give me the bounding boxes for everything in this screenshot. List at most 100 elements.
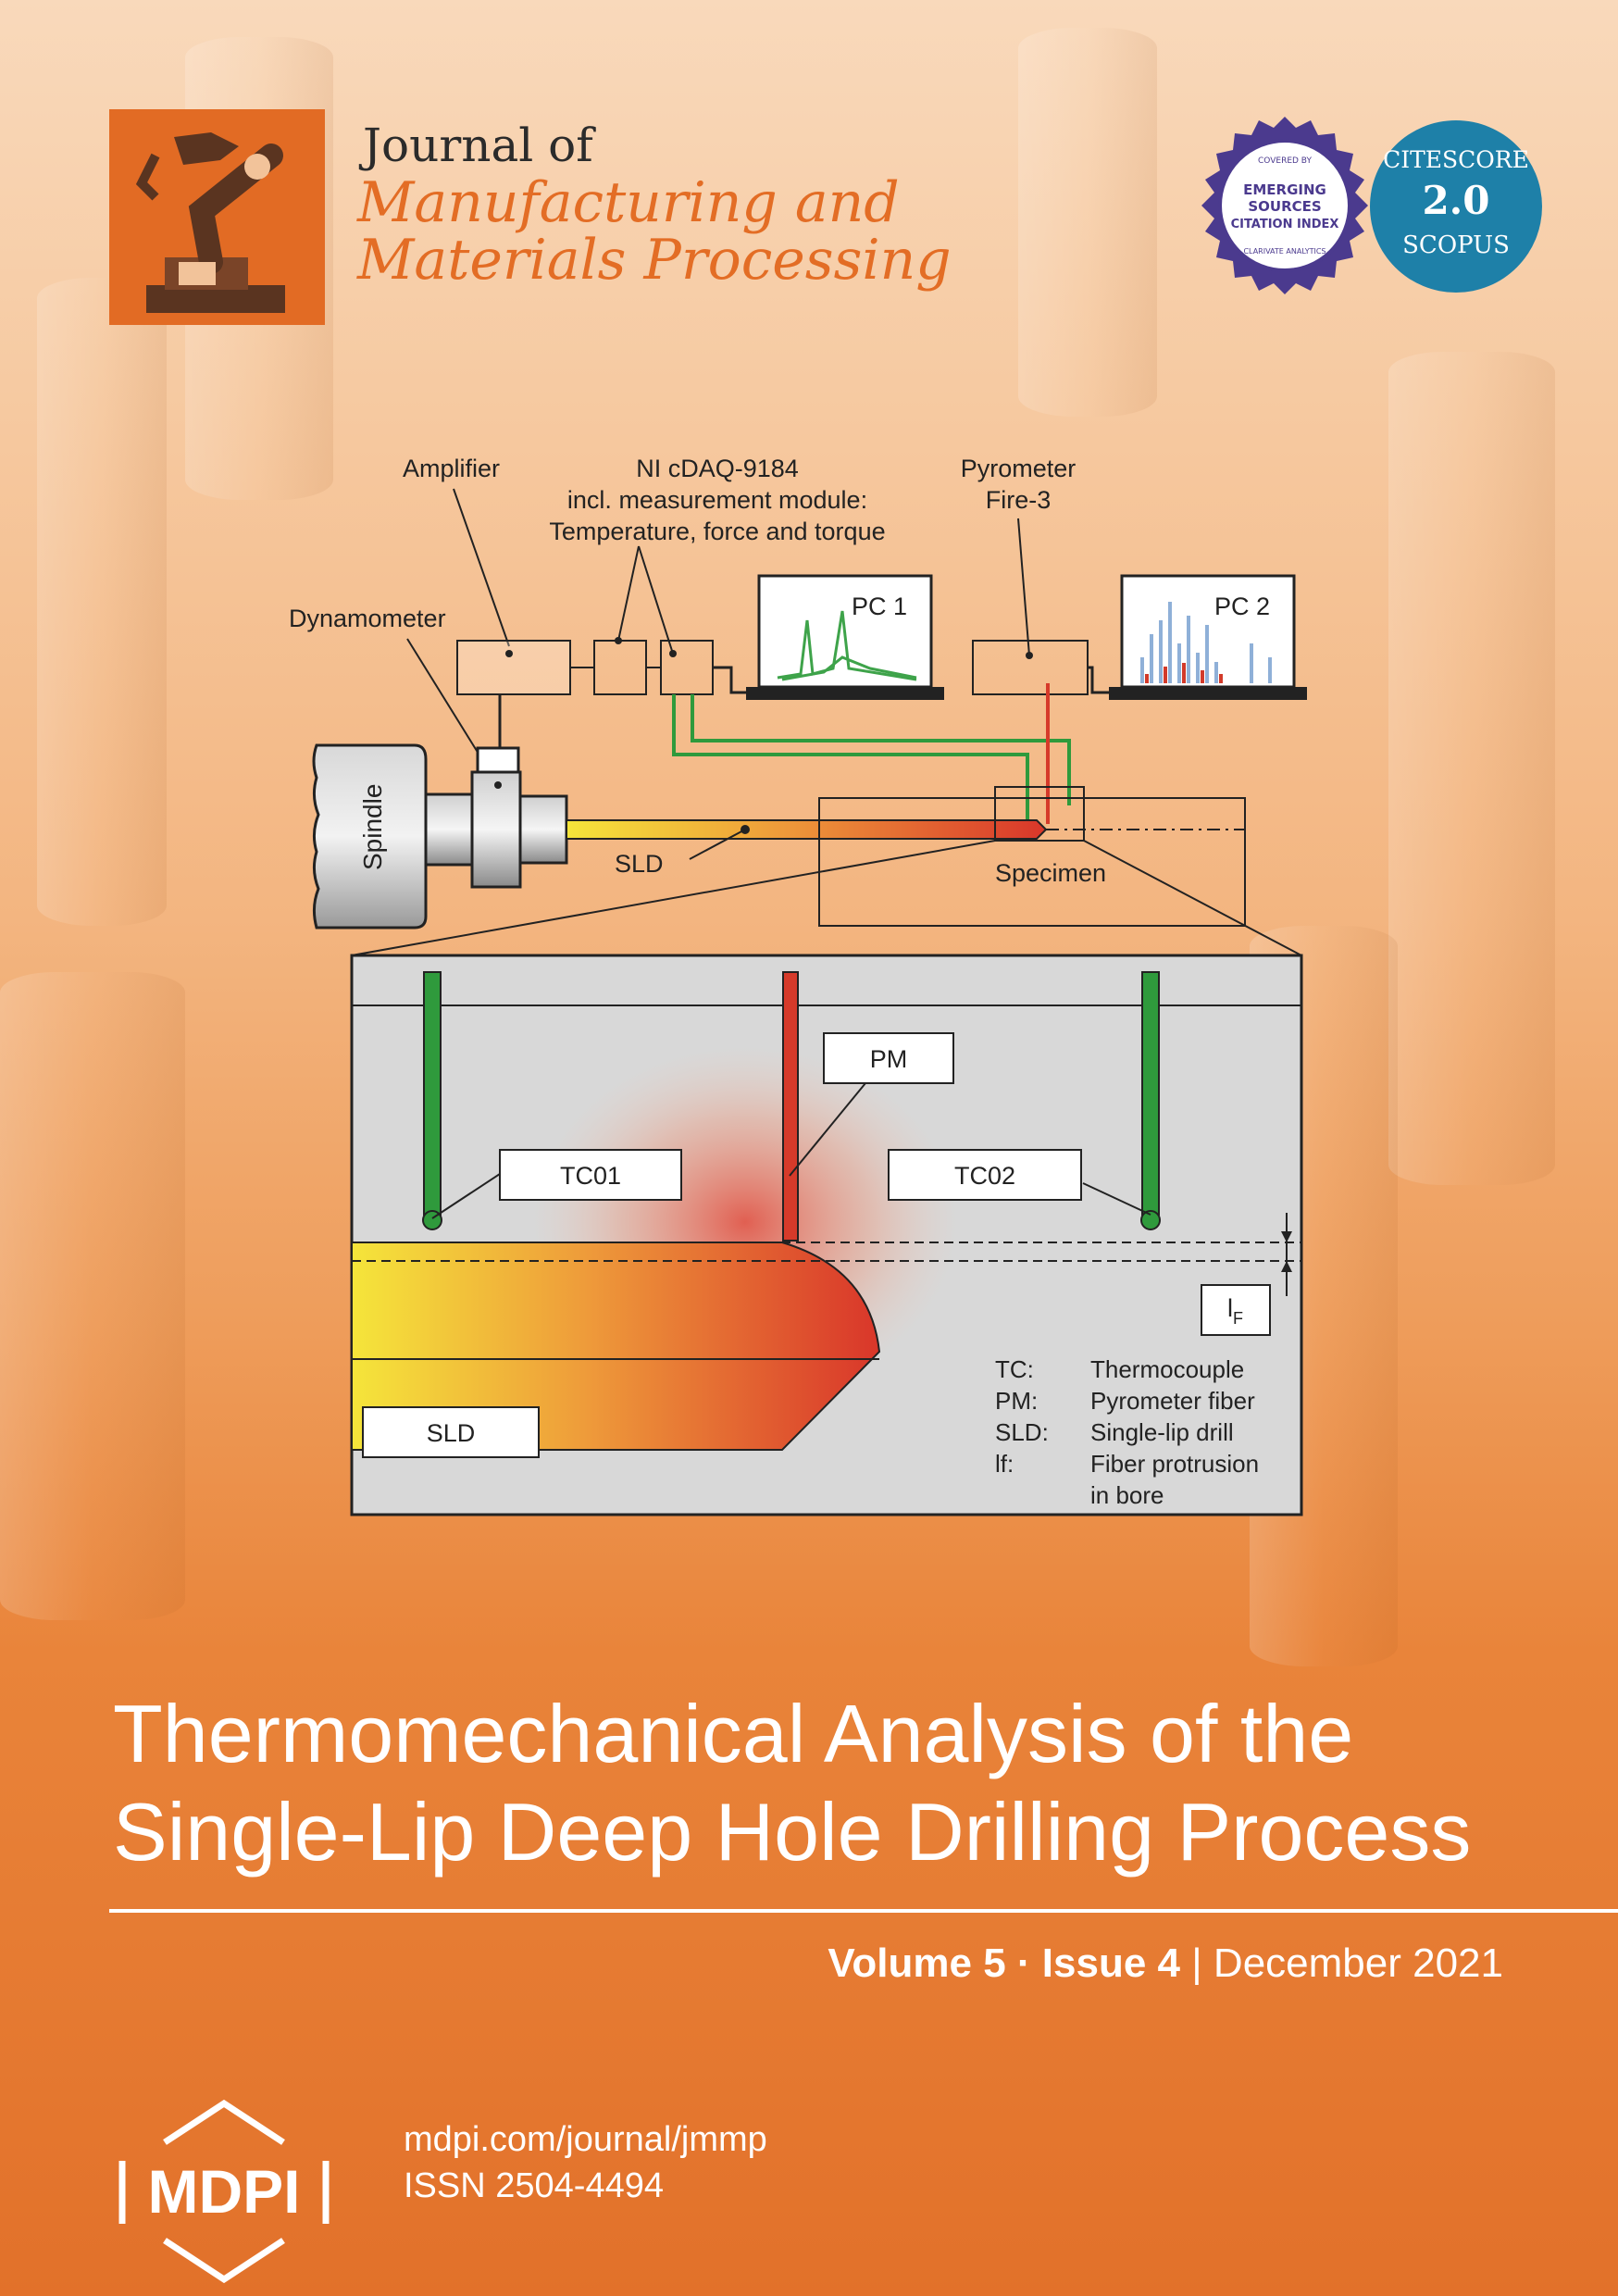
daq-label-line2: incl. measurement module:	[567, 486, 867, 514]
esci-line1: EMERGING	[1243, 181, 1326, 198]
leader-line	[1082, 1182, 1151, 1216]
lf-label-box	[1201, 1284, 1271, 1336]
issue-date: December 2021	[1213, 1940, 1503, 1986]
spindle-label: Spindle	[358, 784, 387, 870]
sld-box-label: SLD	[427, 1419, 476, 1447]
sld-label: SLD	[615, 850, 664, 878]
spectrum-bar	[1196, 653, 1200, 683]
esci-line3: CITATION INDEX	[1231, 218, 1339, 231]
drill-detail	[351, 1242, 881, 1451]
dynamometer-body	[470, 770, 522, 889]
single-lip-drill	[566, 819, 1048, 840]
specimen-block	[818, 797, 1246, 927]
pc1-label: PC 1	[852, 593, 907, 620]
spectrum-bar	[1268, 657, 1272, 683]
legend-abbr: lf:	[995, 1450, 1014, 1478]
journal-url[interactable]: mdpi.com/journal/jmmp	[404, 2120, 767, 2159]
pm-label-box	[823, 1032, 954, 1084]
spectrum-bar	[1177, 643, 1181, 683]
zoom-line	[351, 840, 996, 956]
connection-dot	[1026, 652, 1033, 659]
dimension-arrow	[1281, 1261, 1292, 1272]
legend-desc: Fiber protrusion	[1090, 1450, 1259, 1478]
dimension-arrow	[1281, 1231, 1292, 1242]
spectrum-bar	[1150, 634, 1153, 683]
publisher-info: mdpi.com/journal/jmmp ISSN 2504-4494	[404, 2116, 767, 2209]
divider-rule	[109, 1909, 1618, 1913]
leader-line	[789, 1082, 866, 1177]
tc02-label-box	[888, 1149, 1082, 1201]
spectrum-bar	[1214, 662, 1218, 683]
spectrum-bar	[1205, 625, 1209, 683]
leader-line	[638, 545, 674, 655]
cable-line	[713, 666, 746, 694]
connection-dot	[494, 781, 502, 789]
mdpi-wordmark: MDPI	[148, 2157, 301, 2226]
pm-label: PM	[870, 1045, 908, 1073]
pyrometer-label-line1: Pyrometer	[961, 455, 1077, 482]
issue-separator: ·	[1016, 1940, 1031, 1986]
connection-dot	[669, 650, 677, 657]
pc2-label: PC 2	[1214, 593, 1270, 620]
journal-title-line: Materials Processing	[357, 228, 952, 293]
spectrum-bar	[1145, 674, 1149, 683]
logo-hexagon-bottom	[163, 2238, 285, 2284]
pc2-spectrum	[1140, 602, 1272, 683]
tc01-label-box	[499, 1149, 682, 1201]
dynamometer-sensor	[476, 746, 520, 774]
daq-module-box	[660, 640, 714, 695]
legend-desc: in bore	[1090, 1481, 1164, 1509]
pc1-signal-line	[781, 655, 917, 681]
legend-desc: Pyrometer fiber	[1090, 1387, 1255, 1415]
esci-bottom-text: CLARIVATE ANALYTICS	[1243, 247, 1326, 256]
spectrum-bar	[1201, 670, 1204, 683]
pyrometer-label-line2: Fire-3	[986, 486, 1052, 514]
volume: Volume 5	[828, 1940, 1006, 1986]
sld-label-box	[362, 1406, 540, 1458]
thermocouple-wire	[672, 694, 1029, 824]
legend-abbr: TC:	[995, 1355, 1034, 1383]
lf-letter: l	[1227, 1294, 1233, 1322]
journal-title-line: Manufacturing and	[357, 170, 900, 235]
daq-label-line3: Temperature, force and torque	[549, 518, 885, 545]
tc01-probe	[423, 971, 442, 1216]
tool-holder	[518, 794, 568, 865]
spectrum-bar	[1159, 620, 1163, 683]
tc02-probe	[1141, 971, 1160, 1216]
spindle	[312, 743, 428, 930]
spectrum-bar	[1187, 616, 1190, 683]
daq-module-box	[593, 640, 647, 695]
robot-arm-icon	[135, 132, 285, 313]
pyrometer-probe	[782, 971, 799, 1242]
citescore-label: CITESCORE	[1383, 146, 1529, 173]
article-title: Thermomechanical Analysis of the Single-…	[113, 1685, 1557, 1881]
mdpi-logo: MDPI	[118, 2099, 330, 2284]
thermocouple-wire	[691, 694, 1071, 805]
lf-subscript: F	[1233, 1309, 1243, 1328]
legend-desc: Single-lip drill	[1090, 1418, 1234, 1446]
leader-line	[453, 488, 510, 647]
cable-line	[1088, 666, 1109, 694]
leader-line	[617, 545, 640, 642]
specimen-label: Specimen	[995, 859, 1106, 887]
tc01-label: TC01	[560, 1162, 621, 1190]
spectrum-bar	[1164, 667, 1167, 683]
esci-line2: SOURCES	[1248, 198, 1321, 215]
connection-dot	[615, 637, 622, 644]
issue-divider: |	[1191, 1940, 1202, 1986]
tc02-tip	[1140, 1210, 1161, 1230]
zoom-region	[994, 786, 1085, 842]
amplifier-label: Amplifier	[403, 455, 500, 482]
spectrum-bar	[1219, 674, 1223, 683]
citescore-badge: CITESCORE 2.0 SCOPUS	[1370, 120, 1542, 293]
spindle-shaft	[424, 792, 474, 867]
pyrometer-box	[972, 640, 1089, 695]
experimental-setup-diagram: Amplifier NI cDAQ-9184 incl. measurement…	[289, 455, 1307, 1516]
journal-logo	[109, 109, 325, 325]
pc2-base	[1109, 687, 1307, 700]
spectrum-bar	[1250, 643, 1253, 683]
logo-hexagon-top	[163, 2099, 285, 2145]
esci-top-text: COVERED BY	[1258, 156, 1312, 166]
leader-line	[431, 1173, 501, 1219]
